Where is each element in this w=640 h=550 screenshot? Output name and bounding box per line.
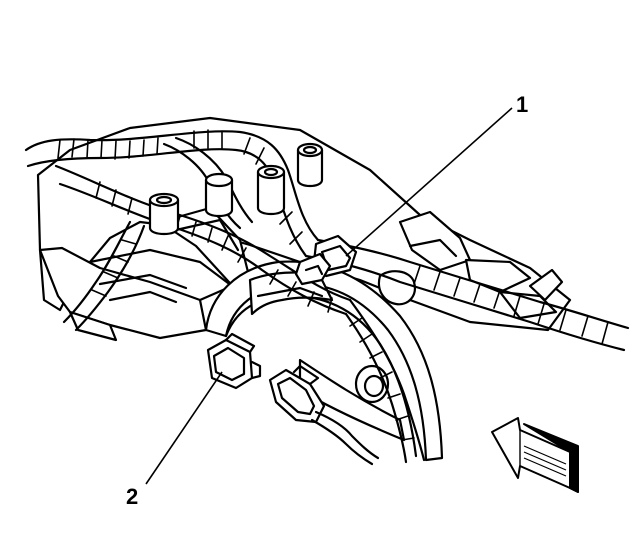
connector-1 — [294, 234, 358, 286]
callout-2-leader — [145, 371, 223, 485]
callout-1-leader — [345, 107, 513, 257]
callout-1-label: 1 — [516, 92, 528, 117]
callout-2-label: 2 — [126, 484, 138, 509]
pigtail-connector — [268, 364, 380, 466]
coil-tubes — [148, 142, 324, 236]
wiring-harness — [24, 130, 630, 464]
harness-tape-marks — [57, 129, 609, 441]
view-direction-arrow-icon — [491, 417, 579, 493]
front-cover — [204, 260, 444, 462]
